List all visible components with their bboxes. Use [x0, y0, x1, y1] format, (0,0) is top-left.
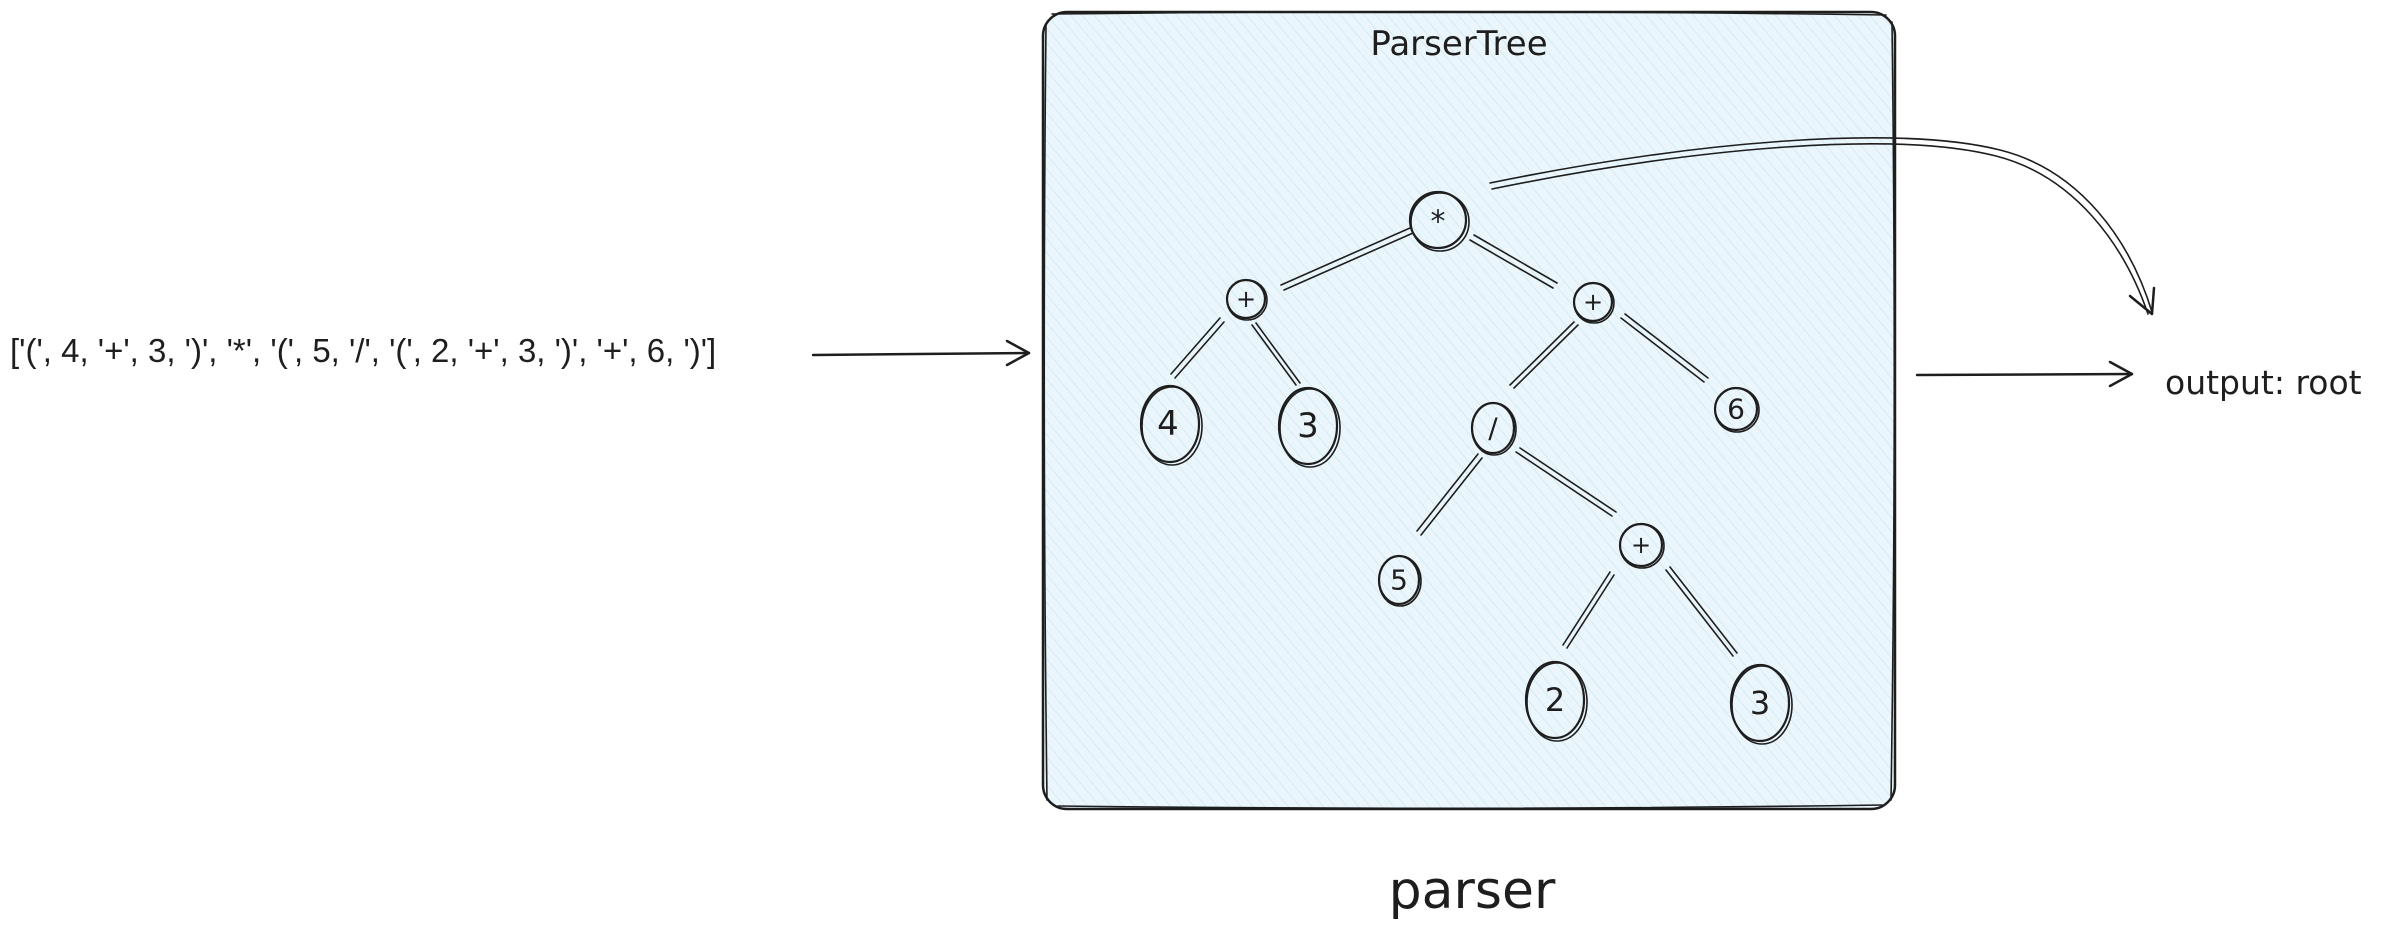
node-leaf-3a: 3: [1277, 386, 1341, 468]
node-leaf-5: 5: [1377, 554, 1422, 607]
edge-plus-left-leaf-4: [1170, 317, 1225, 379]
node-mul: *: [1408, 190, 1470, 252]
box-title: ParserTree: [1370, 24, 1547, 64]
node-leaf-3a-label: 3: [1297, 406, 1319, 446]
input-token-list: ['(', 4, '+', 3, ')', '*', '(', 5, '/', …: [10, 332, 716, 369]
edge-div-plus-inner: [1515, 447, 1617, 517]
node-plus-inner-label: +: [1631, 531, 1651, 559]
edge-plus-right-div: [1509, 321, 1579, 389]
node-leaf-2-label: 2: [1545, 681, 1565, 719]
edge-plus-left-leaf-3a: [1251, 322, 1301, 386]
output-label: output: root: [2165, 363, 2362, 402]
node-leaf-6: 6: [1713, 386, 1760, 433]
node-leaf-4-label: 4: [1157, 404, 1179, 444]
edge-plus-inner-leaf-2: [1562, 571, 1615, 649]
node-plus-inner: +: [1618, 522, 1665, 569]
parser-tree-box: [1041, 10, 1897, 811]
node-div-label: /: [1488, 412, 1498, 445]
node-plus-right-label: +: [1583, 288, 1603, 316]
parser-caption: parser: [1389, 861, 1556, 921]
node-plus-left-label: +: [1236, 285, 1256, 313]
input-arrow: [811, 339, 1031, 367]
node-leaf-6-label: 6: [1727, 393, 1745, 426]
node-plus-left: +: [1225, 278, 1268, 321]
edge-mul-plus-left: [1280, 227, 1414, 291]
edge-mul-plus-right: [1469, 234, 1558, 289]
node-mul-label: *: [1431, 205, 1446, 240]
node-leaf-3b-label: 3: [1750, 684, 1770, 722]
node-leaf-2: 2: [1524, 660, 1588, 742]
node-leaf-5-label: 5: [1390, 564, 1408, 597]
root-curve-arrow: [1489, 137, 2156, 316]
edge-plus-right-leaf-6: [1620, 313, 1709, 383]
tree-nodes: * + + 4 3 / 6: [1139, 190, 1793, 745]
node-leaf-3b: 3: [1729, 663, 1793, 745]
node-div: /: [1470, 401, 1517, 456]
node-leaf-4: 4: [1139, 384, 1203, 466]
output-arrow: [1915, 360, 2134, 388]
edge-plus-inner-leaf-3b: [1665, 566, 1738, 657]
edge-div-leaf-5: [1416, 453, 1483, 536]
node-plus-right: +: [1572, 281, 1615, 324]
tree-edges: [1170, 227, 1738, 657]
